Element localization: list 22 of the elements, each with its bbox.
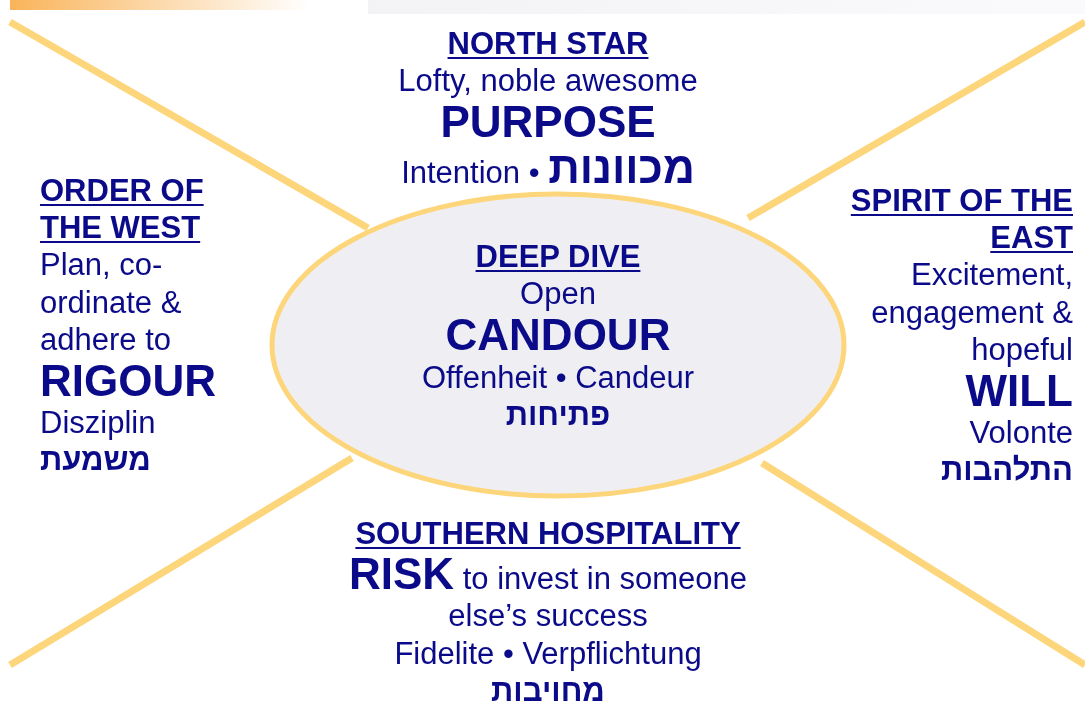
- keyword: WILL: [965, 367, 1073, 415]
- text: Fidelite • Verpflichtung: [394, 634, 702, 672]
- text: Plan, co-ordinate & adhere to: [40, 246, 183, 358]
- keyword: RIGOUR: [40, 357, 216, 405]
- text: Disziplin: [40, 404, 156, 442]
- text: מחויבות: [491, 671, 605, 705]
- text: Offenheit • Candeur: [421, 358, 695, 396]
- section-heading: NORTH STAR: [447, 25, 649, 63]
- text: פתיחות: [505, 395, 611, 433]
- text: RISK to invest in someone else’s success: [347, 552, 749, 635]
- text: משמעת: [40, 441, 151, 479]
- text: התלהבות: [940, 451, 1073, 489]
- section-heading: SOUTHERN HOSPITALITY: [355, 515, 741, 553]
- keyword: PURPOSE: [440, 99, 656, 146]
- text: Volonte: [969, 414, 1073, 452]
- section-heading: DEEP DIVE: [475, 238, 641, 276]
- text: Excitement, engagement & hopeful: [870, 256, 1073, 368]
- text: Lofty, noble awesome: [398, 62, 698, 100]
- text: Open: [520, 275, 596, 313]
- section-heading: SPIRIT OF THE EAST: [849, 182, 1073, 257]
- section-heading: ORDER OF THE WEST: [40, 172, 205, 247]
- keyword: CANDOUR: [445, 312, 671, 359]
